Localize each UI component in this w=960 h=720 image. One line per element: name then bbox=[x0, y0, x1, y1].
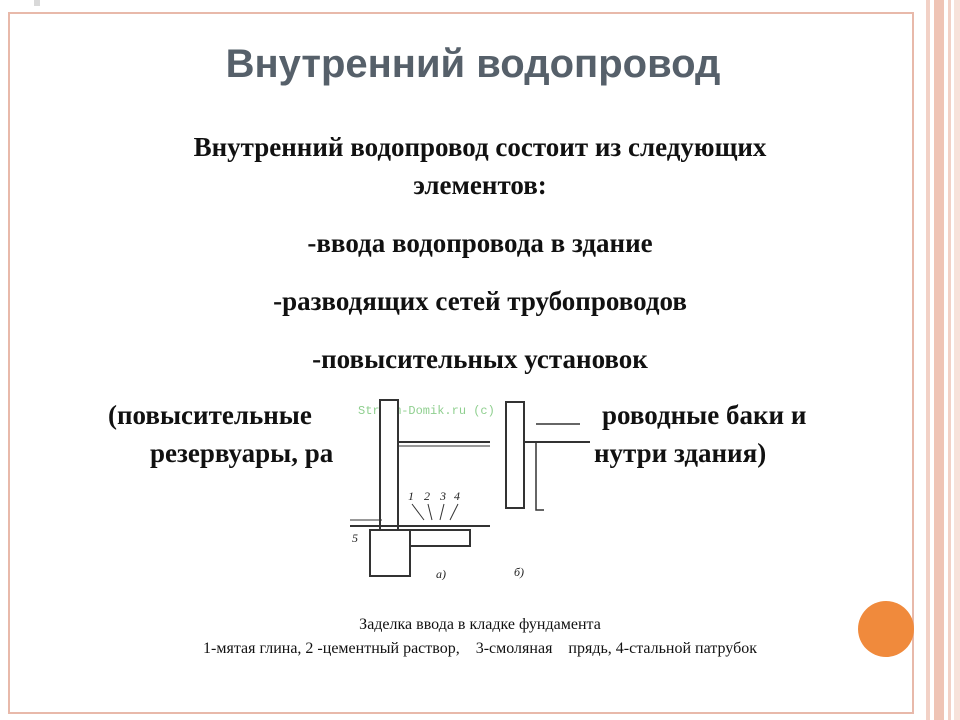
list-item-networks: -разводящих сетей трубопроводов bbox=[273, 286, 687, 316]
watermark-text: Stroim-Domik.ru (c) bbox=[358, 404, 495, 418]
list-item-boosters: -повысительных установок bbox=[312, 344, 648, 374]
foundation-diagram: Stroim-Domik.ru (c) 1 2 3 4 5 а) б) bbox=[346, 384, 592, 580]
figure-caption-title: Заделка ввода в кладке фундамента bbox=[359, 616, 601, 633]
footing-a bbox=[369, 529, 411, 577]
label-4: 4 bbox=[454, 489, 460, 503]
corner-mark bbox=[34, 0, 40, 6]
intro-line-1: Внутренний водопровод состоит из следующ… bbox=[193, 132, 767, 162]
label-a: а) bbox=[436, 567, 446, 580]
note-line-1-end: роводные баки и bbox=[602, 400, 807, 430]
slide-title: Внутренний водопровод bbox=[225, 42, 721, 86]
note-line-1-start: (повысительные bbox=[108, 400, 312, 430]
wall-a bbox=[379, 399, 399, 533]
label-1: 1 bbox=[408, 489, 414, 503]
figure-b bbox=[505, 401, 590, 511]
list-item-input: -ввода водопровода в здание bbox=[307, 228, 653, 258]
intro-line-2: элементов: bbox=[413, 170, 547, 200]
label-2: 2 bbox=[424, 489, 430, 503]
leader-4 bbox=[449, 503, 459, 521]
decor-stripe bbox=[926, 0, 930, 720]
figure-a bbox=[350, 399, 490, 577]
decor-stripe bbox=[954, 0, 960, 720]
decor-stripe bbox=[934, 0, 944, 720]
label-5: 5 bbox=[352, 531, 358, 545]
label-b: б) bbox=[514, 565, 524, 579]
wall-b bbox=[505, 401, 525, 509]
note-line-2-start: резервуары, ра bbox=[150, 438, 334, 468]
figure-caption-legend: 1-мятая глина, 2 -цементный раствор, 3-с… bbox=[203, 640, 757, 657]
slab-a bbox=[398, 529, 471, 547]
leader-2 bbox=[427, 503, 433, 521]
pipe-b bbox=[535, 442, 544, 511]
decor-stripe bbox=[948, 0, 951, 720]
label-3: 3 bbox=[439, 489, 446, 503]
slide-frame bbox=[8, 12, 914, 714]
accent-circle bbox=[858, 601, 914, 657]
leader-1 bbox=[411, 503, 425, 521]
leader-3 bbox=[439, 503, 445, 521]
note-line-2-end: нутри здания) bbox=[594, 438, 767, 468]
